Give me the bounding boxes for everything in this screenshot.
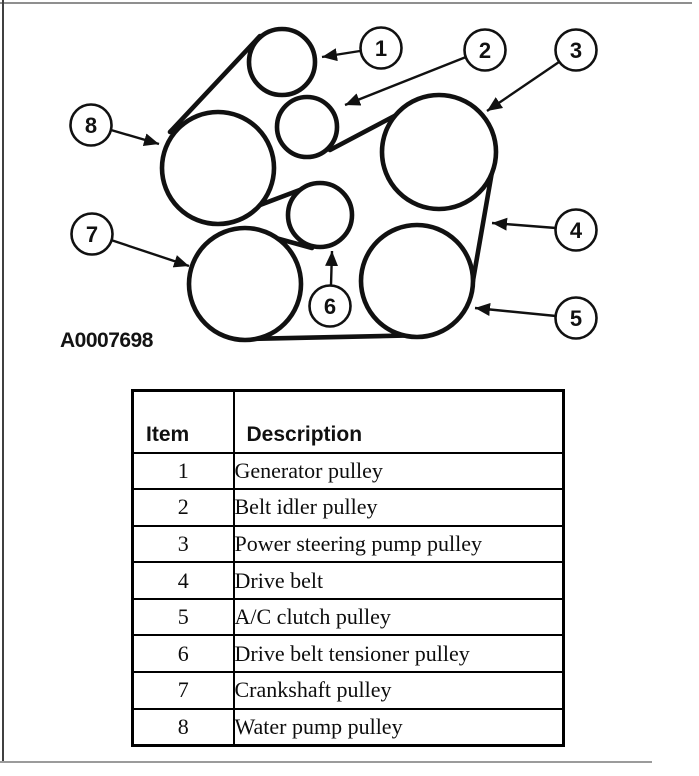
callout-circle	[359, 26, 403, 70]
callout-circle	[70, 212, 114, 256]
callout-3: 3	[486, 28, 598, 112]
callout-number: 1	[375, 36, 387, 61]
description-cell: Generator pulley	[232, 451, 565, 491]
callout-number: 2	[479, 38, 491, 63]
belt-segment	[468, 163, 496, 295]
table-row: 8 Water pump pulley	[131, 707, 565, 747]
description-cell: Belt idler pulley	[232, 488, 565, 527]
item-cell: 3	[131, 524, 235, 564]
belt-segment	[327, 109, 405, 153]
table-row: 3 Power steering pump pulley	[131, 524, 565, 564]
callout-number: 3	[570, 38, 582, 63]
item-cell: 6	[131, 634, 235, 674]
pulley-6-belt-tensioner	[285, 180, 355, 250]
table-row: 7 Crankshaft pulley	[131, 671, 565, 710]
belt-routing-diagram: 1 2 3 4 5	[69, 26, 598, 343]
callout-circle	[69, 103, 113, 147]
pulley-3-power-steering	[379, 92, 499, 212]
description-cell: Drive belt tensioner pulley	[232, 634, 565, 674]
callout-circle	[463, 28, 507, 72]
callout-number: 4	[570, 218, 583, 243]
description-cell: Crankshaft pulley	[232, 671, 565, 710]
pulley-8-water-pump	[159, 109, 277, 227]
callout-arrow	[486, 61, 560, 112]
callout-arrow	[474, 303, 557, 318]
callout-circle	[554, 296, 598, 340]
callout-4: 4	[491, 208, 598, 252]
callout-arrow	[491, 217, 557, 231]
pulley-5-ac-clutch	[358, 222, 476, 340]
col-header-item: Item	[131, 389, 235, 454]
table-row: 6 Drive belt tensioner pulley	[131, 634, 565, 674]
figure-code: A0007698	[60, 329, 153, 352]
page-border-top	[0, 2, 692, 4]
callout-circle	[308, 284, 352, 328]
item-cell: 8	[131, 707, 235, 747]
description-cell: Water pump pulley	[232, 707, 565, 747]
pulley-7-crankshaft	[186, 225, 304, 343]
item-cell: 5	[131, 597, 235, 637]
pulley-1-generator	[246, 26, 318, 98]
item-cell: 2	[131, 488, 235, 527]
callout-circle	[554, 208, 598, 252]
pulley-2-belt-idler	[274, 94, 340, 160]
callout-number: 6	[324, 294, 336, 319]
table-row: 5 A/C clutch pulley	[131, 597, 565, 637]
callout-1: 1	[321, 26, 403, 70]
table-header-row: Item Description	[131, 389, 565, 454]
callout-arrow	[325, 250, 339, 286]
callout-2: 2	[344, 28, 507, 107]
callout-arrow	[110, 238, 190, 268]
callout-5: 5	[474, 296, 598, 340]
table-row: 1 Generator pulley	[131, 451, 565, 491]
item-cell: 4	[131, 561, 235, 600]
page-border-left	[2, 0, 4, 763]
callout-arrow	[321, 48, 361, 62]
description-cell: Power steering pump pulley	[232, 524, 565, 564]
table-row: 2 Belt idler pulley	[131, 488, 565, 527]
page-bottom-rule	[0, 761, 652, 763]
item-cell: 1	[131, 451, 235, 491]
callout-number: 8	[85, 113, 97, 138]
description-cell: Drive belt	[232, 561, 565, 600]
callout-arrow	[344, 55, 467, 107]
table-row: 4 Drive belt	[131, 561, 565, 600]
callout-number: 7	[86, 222, 98, 247]
description-cell: A/C clutch pulley	[232, 597, 565, 637]
pulley-legend-table: Item Description 1 Generator pulley 2 Be…	[131, 389, 565, 747]
callout-arrow	[110, 128, 160, 147]
callout-6: 6	[308, 250, 352, 328]
item-cell: 7	[131, 671, 235, 710]
col-header-description: Description	[232, 389, 565, 454]
callout-7: 7	[70, 212, 190, 268]
belt-segment	[167, 33, 263, 135]
callout-8: 8	[69, 103, 160, 147]
callout-circle	[554, 28, 598, 72]
callout-number: 5	[570, 306, 582, 331]
